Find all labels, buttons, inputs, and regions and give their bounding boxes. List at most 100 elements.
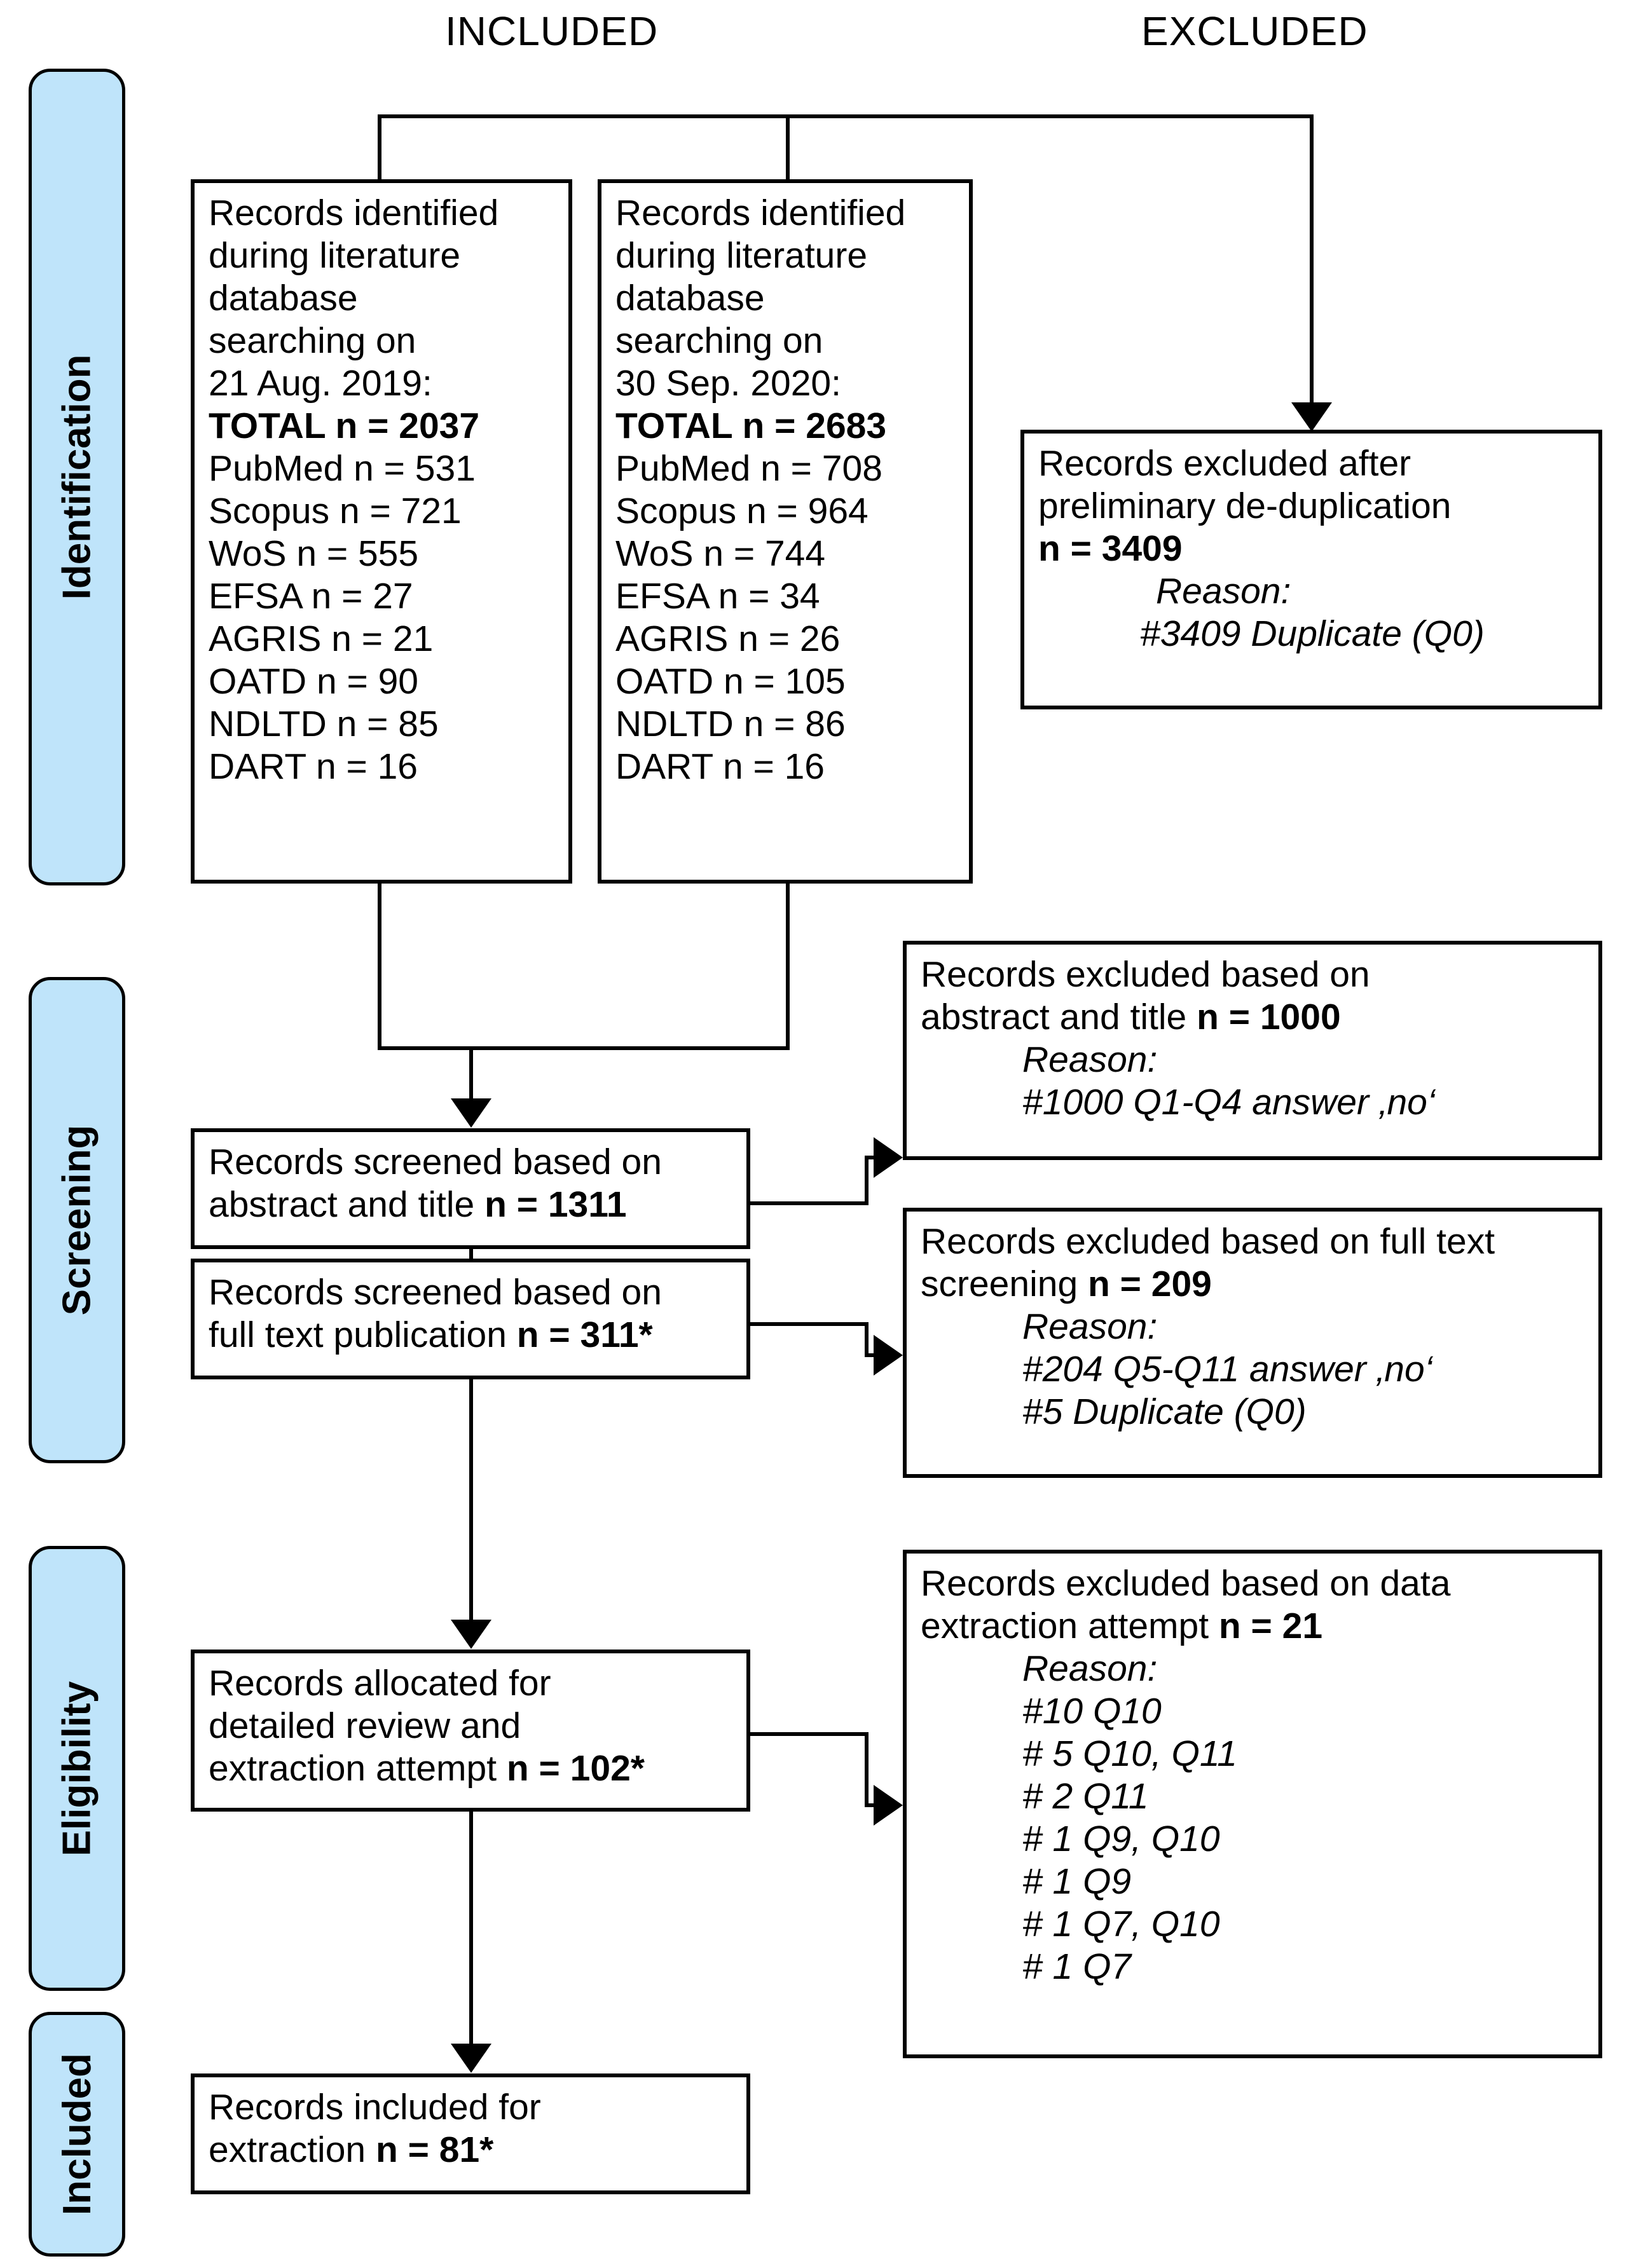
line-text: abstract and title [209,1184,485,1225]
box-screened-abstract-title: Records screened based on abstract and t… [191,1128,750,1249]
reason-item: # 1 Q9 [1022,1861,1132,1902]
box-included-for-extraction: Records included for extraction n = 81* [191,2073,750,2194]
line: abstract and title n = 1311 [209,1184,734,1226]
line: screening n = 209 [921,1263,1586,1306]
reason-item: # 1 Q7, Q10 [1022,1903,1220,1944]
reason-label: Reason: [1156,570,1291,611]
line: Records excluded based on full text [921,1221,1495,1262]
line: 30 Sep. 2020: [615,362,841,404]
line: during literature [615,235,868,276]
arrowhead-to-excluded-dedup [1291,402,1332,432]
line: preliminary de-duplication [1038,485,1452,526]
line: NDLTD n = 86 [615,703,846,744]
connector-top-drop-middle [786,114,790,181]
line: OATD n = 105 [615,660,846,702]
box-screened-full-text: Records screened based on full text publ… [191,1259,750,1379]
connector-merge-left-vertical [378,884,381,1050]
box-identified-2020: Records identified during literature dat… [598,179,973,884]
connector-to-included-drop [469,1812,473,2060]
line-text: extraction attempt [209,1747,507,1789]
connector-extraction-exclude-h1 [750,1732,869,1736]
line: detailed review and [209,1705,521,1746]
line: Records screened based on [209,1272,662,1313]
line: searching on [209,320,416,361]
connector-abstract-exclude-v [865,1156,869,1205]
reason-label: Reason: [1022,1039,1158,1080]
line: WoS n = 744 [615,533,826,574]
line: Records identified [615,193,906,233]
line-count: n = 102* [506,1747,645,1789]
connector-fulltext-exclude-h1 [750,1322,869,1326]
line: abstract and title n = 1000 [921,996,1586,1039]
line: EFSA n = 27 [209,575,413,617]
line: WoS n = 555 [209,533,419,574]
line: AGRIS n = 21 [209,618,434,659]
line: PubMed n = 708 [615,447,882,489]
connector-top-drop-right [1310,114,1314,410]
line: Records identified [209,193,499,233]
reason-item: #3409 Duplicate (Q0) [1140,613,1485,654]
line-count: n = 21 [1218,1605,1323,1646]
connector-extraction-exclude-v [865,1732,869,1807]
reason-item: # 2 Q11 [1022,1775,1149,1817]
connector-fulltext-exclude-v [865,1322,869,1357]
stage-pill-identification: Identification [29,69,125,885]
line-count: n = 1311 [484,1184,627,1225]
line: Scopus n = 964 [615,490,869,531]
line: DART n = 16 [615,746,825,787]
line: Records screened based on [209,1142,662,1182]
box-identified-2019: Records identified during literature dat… [191,179,572,884]
arrowhead-to-allocated-review [451,1620,491,1649]
line-total: TOTAL n = 2683 [615,405,887,446]
line: 21 Aug. 2019: [209,362,432,404]
line: extraction n = 81* [209,2129,734,2171]
box-allocated-detailed-review: Records allocated for detailed review an… [191,1650,750,1812]
reason-item: # 1 Q7 [1022,1946,1132,1987]
arrowhead-to-included-extraction [451,2044,491,2073]
line: Records included for [209,2087,541,2128]
line-text: screening [921,1263,1088,1304]
line: extraction attempt n = 21 [921,1605,1586,1648]
line: searching on [615,320,823,361]
reason-label: Reason: [1022,1306,1158,1347]
connector-to-allocated-drop [469,1379,473,1634]
stage-pill-included: Included [29,2012,125,2257]
line: database [615,277,765,318]
connector-merge-drop [469,1046,473,1107]
connector-merge-horizontal [378,1046,790,1050]
line: extraction attempt n = 102* [209,1747,734,1790]
column-header-excluded: EXCLUDED [1141,8,1368,54]
reason-item: #10 Q10 [1022,1690,1162,1732]
arrowhead-to-screened-abstract [451,1098,491,1128]
reason-label: Reason: [1022,1648,1158,1689]
connector-abstract-exclude-h1 [750,1201,869,1205]
column-header-included: INCLUDED [445,8,659,54]
line-total: TOTAL n = 2037 [209,405,480,446]
stage-label-included: Included [55,2053,99,2215]
arrowhead-to-excluded-abstract [874,1137,903,1178]
arrowhead-to-excluded-extraction [874,1785,903,1826]
connector-top-horizontal [378,114,1314,118]
box-excluded-abstract-title: Records excluded based on abstract and t… [903,941,1602,1160]
reason-item: # 5 Q10, Q11 [1022,1733,1237,1774]
line-count: n = 1000 [1197,996,1341,1037]
line: AGRIS n = 26 [615,618,841,659]
stage-pill-screening: Screening [29,977,125,1463]
box-excluded-data-extraction: Records excluded based on data extractio… [903,1550,1602,2058]
line: Records excluded based on data [921,1563,1451,1604]
stage-pill-eligibility: Eligibility [29,1546,125,1991]
connector-merge-right-vertical [786,884,790,1050]
stage-label-screening: Screening [55,1124,99,1316]
line: database [209,277,358,318]
line: OATD n = 90 [209,660,419,702]
arrowhead-to-excluded-fulltext [874,1335,903,1376]
reason-item: #5 Duplicate (Q0) [1022,1391,1307,1432]
line: full text publication n = 311* [209,1314,734,1356]
box-excluded-full-text: Records excluded based on full text scre… [903,1208,1602,1478]
reason-item: # 1 Q9, Q10 [1022,1818,1220,1859]
line: Records allocated for [209,1663,551,1704]
line-count: n = 81* [375,2129,494,2170]
line: Scopus n = 721 [209,490,462,531]
line: NDLTD n = 85 [209,703,439,744]
line: PubMed n = 531 [209,447,476,489]
